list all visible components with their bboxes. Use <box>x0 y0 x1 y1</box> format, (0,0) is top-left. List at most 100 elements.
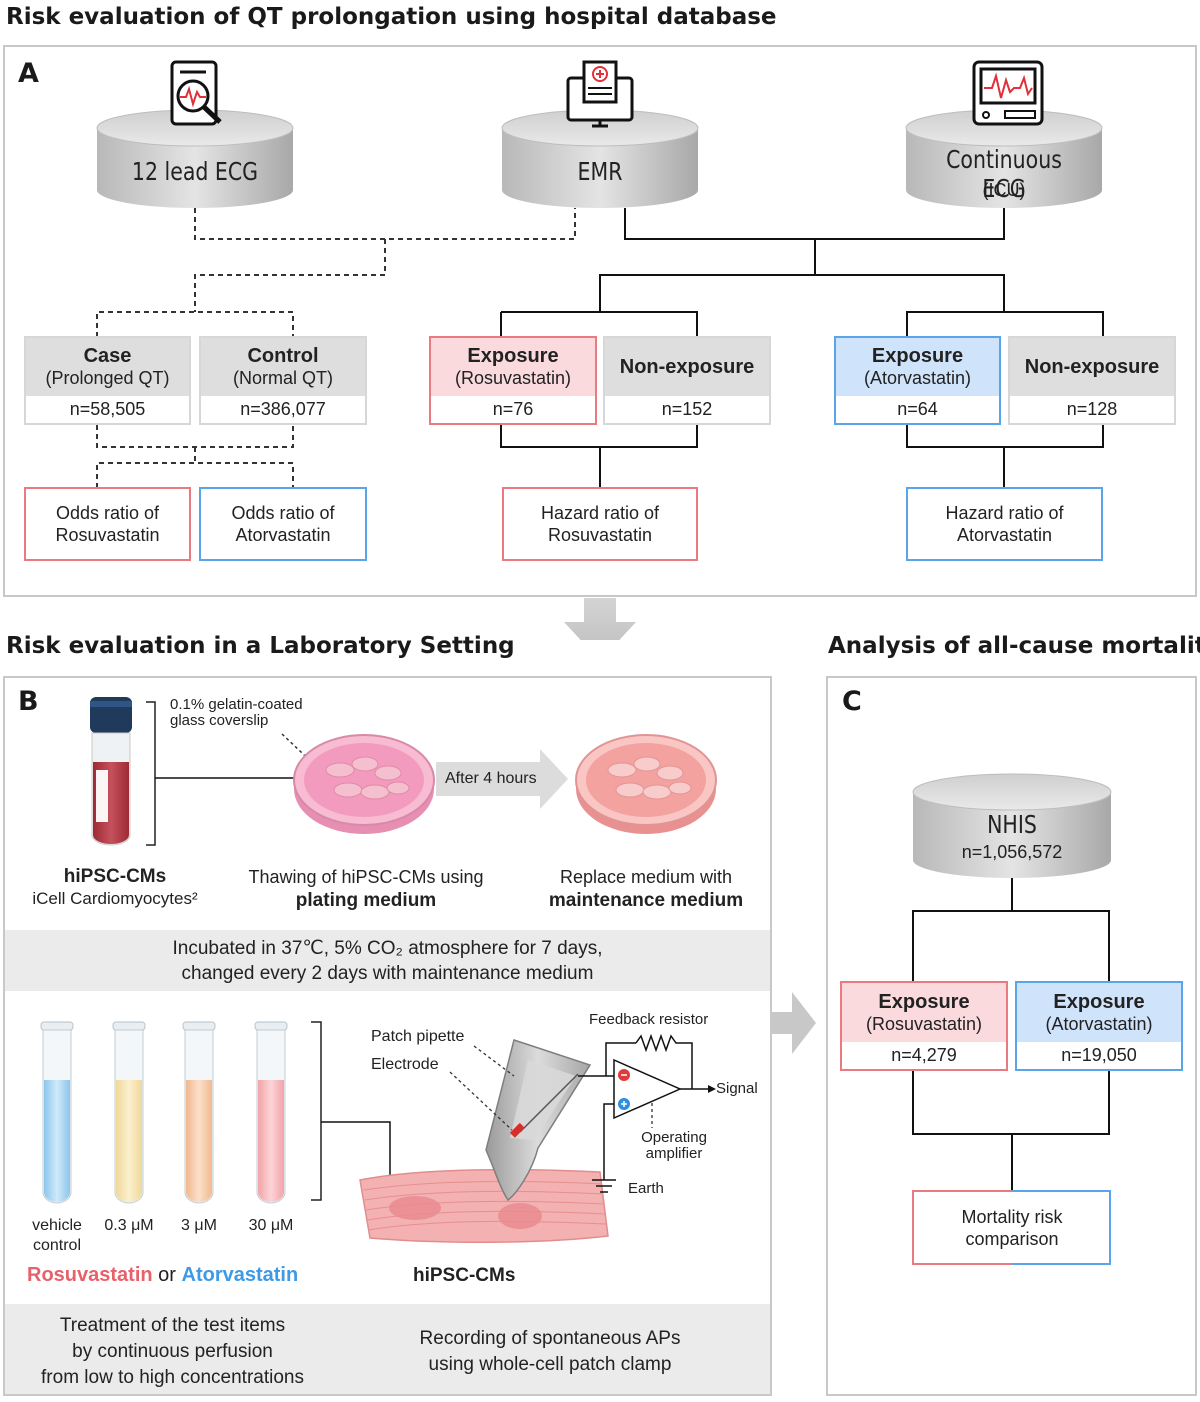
amp-label-line: amplifier <box>645 1145 703 1162</box>
result-line: Hazard ratio of <box>540 503 660 523</box>
after-4-hours-arrow <box>436 749 568 809</box>
group-title: Exposure <box>878 990 970 1013</box>
database-sublabel-icu: (ICU) <box>982 180 1026 200</box>
result-line: Odds ratio of <box>231 503 335 523</box>
cells-title: hiPSC-CMs <box>63 866 167 887</box>
patch-pipette-icon <box>485 1039 592 1202</box>
replace-caption: Replace medium with maintenance medium <box>520 866 772 912</box>
signal-label: Signal <box>716 1080 758 1097</box>
drug-atorvastatin: Atorvastatin <box>181 1264 299 1286</box>
database-cylinder-cont-ecg <box>905 109 1103 208</box>
treatment-line: by continuous perfusion <box>72 1341 273 1362</box>
title-laboratory: Risk evaluation in a Laboratory Setting <box>6 633 515 659</box>
group-exposure-atorvastatin: Exposure (Atorvastatin) n=64 <box>834 336 1001 425</box>
down-arrow <box>564 598 636 640</box>
group-title: Non-exposure <box>619 356 755 378</box>
drug-or: or <box>152 1264 182 1286</box>
database-label-ecg12: 12 lead ECG <box>131 157 259 186</box>
database-cylinder-emr <box>501 109 699 208</box>
group-count: n=4,279 <box>842 1042 1006 1069</box>
group-exposure-rosuvastatin: Exposure (Rosuvastatin) n=76 <box>429 336 597 425</box>
coverslip-line: 0.1% gelatin-coated <box>170 696 303 713</box>
incubation-line: Incubated in 37℃, 5% CO₂ atmosphere for … <box>172 938 603 959</box>
group-count: n=152 <box>605 396 769 423</box>
right-arrow <box>770 992 816 1054</box>
emr-monitor-icon <box>566 60 634 128</box>
treatment-line: Treatment of the test items <box>59 1315 286 1336</box>
database-label-nhis: NHIS <box>987 810 1037 839</box>
cells-bottom-label: hiPSC-CMs <box>413 1265 516 1286</box>
group-title: Exposure <box>871 345 964 367</box>
panel-label-b: B <box>18 686 39 717</box>
electrode-label: Electrode <box>371 1056 439 1073</box>
tube-label-vehicle: vehicle control <box>17 1216 97 1256</box>
group-count: n=76 <box>431 396 595 423</box>
database-label-emr: EMR <box>577 157 623 186</box>
after-4-hours-label: After 4 hours <box>445 770 537 787</box>
cell-vial-icon <box>90 697 132 846</box>
group-title: Control <box>247 345 319 367</box>
group-c-exposure-rosuvastatin: Exposure (Rosuvastatin) n=4,279 <box>840 981 1008 1071</box>
result-line: Odds ratio of <box>55 503 160 523</box>
result-line: Hazard ratio of <box>945 503 1064 523</box>
replace-line: Replace medium with <box>559 867 733 887</box>
tube-label-3um: 3 μM <box>181 1217 217 1234</box>
thawing-medium: plating medium <box>295 890 437 911</box>
group-count: n=128 <box>1010 396 1174 423</box>
cardiomyocyte-tissue <box>359 1168 609 1244</box>
title-mortality: Analysis of all-cause mortality <box>828 633 1200 659</box>
amplifier-circuit <box>578 1033 708 1193</box>
group-count: n=64 <box>836 396 999 423</box>
tube-label-line: vehicle <box>32 1217 82 1234</box>
result-line: Rosuvastatin <box>55 525 160 545</box>
group-title: Case <box>83 345 132 367</box>
drug-rosuvastatin: Rosuvastatin <box>27 1264 153 1286</box>
treatment-line: from low to high concentrations <box>41 1367 304 1388</box>
group-title: Non-exposure <box>1024 356 1160 378</box>
mortality-box-border <box>912 1190 1111 1265</box>
ecg-search-icon <box>170 60 222 126</box>
group-count: n=58,505 <box>26 396 189 423</box>
recording-line: using whole-cell patch clamp <box>428 1354 672 1375</box>
group-control: Control (Normal QT) n=386,077 <box>199 336 367 425</box>
thawing-caption: Thawing of hiPSC-CMs using plating mediu… <box>226 866 506 912</box>
protocol-band <box>5 1304 770 1394</box>
group-case: Case (Prolonged QT) n=58,505 <box>24 336 191 425</box>
test-tube-vehicle <box>40 1021 74 1204</box>
amp-label-line: Operating <box>641 1129 707 1146</box>
tube-label-0-3um: 0.3 μM <box>104 1217 154 1234</box>
tube-label-30um: 30 μM <box>248 1217 294 1234</box>
result-line: Atorvastatin <box>956 525 1053 545</box>
group-nonexposure-rosuvastatin: Non-exposure n=152 <box>603 336 771 425</box>
cells-subtitle: iCell Cardiomyocytes² <box>32 889 198 908</box>
group-subtitle: (Atorvastatin) <box>863 368 972 388</box>
coverslip-line: glass coverslip <box>170 712 269 729</box>
database-count-nhis: n=1,056,572 <box>961 842 1063 862</box>
cells-caption: hiPSC-CMs iCell Cardiomyocytes² <box>10 866 220 910</box>
panel-label-c: C <box>842 686 862 717</box>
panel-label-a: A <box>18 58 39 89</box>
result-line: Rosuvastatin <box>547 525 653 545</box>
group-c-exposure-atorvastatin: Exposure (Atorvastatin) n=19,050 <box>1015 981 1183 1071</box>
group-subtitle: (Prolonged QT) <box>45 368 170 388</box>
recording-line: Recording of spontaneous APs <box>419 1328 681 1349</box>
group-title: Exposure <box>467 345 559 367</box>
cohort-solid-connectors <box>500 208 1104 488</box>
test-tube-3um <box>182 1021 216 1204</box>
group-title: Exposure <box>1053 990 1145 1013</box>
result-line: comparison <box>965 1229 1059 1249</box>
tube-label-line: control <box>32 1237 82 1254</box>
group-subtitle: (Rosuvastatin) <box>454 368 572 388</box>
patch-pipette-label: Patch pipette <box>371 1028 465 1045</box>
feedback-resistor-label: Feedback resistor <box>589 1011 709 1028</box>
thawing-line: Thawing of hiPSC-CMs using <box>248 867 484 887</box>
drug-legend: Rosuvastatin or Atorvastatin <box>27 1264 298 1287</box>
title-hospital: Risk evaluation of QT prolongation using… <box>6 4 777 30</box>
group-count: n=386,077 <box>201 396 365 423</box>
